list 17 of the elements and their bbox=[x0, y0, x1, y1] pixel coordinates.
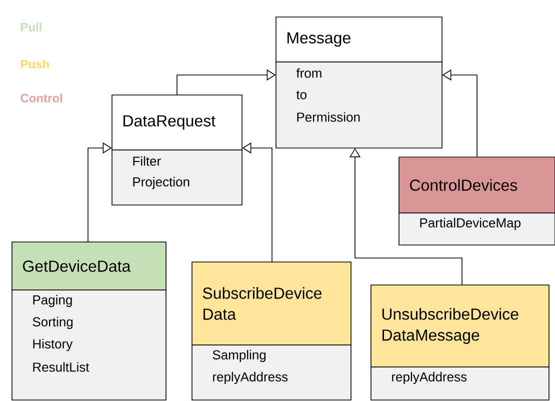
node-label: replyAddress bbox=[213, 372, 288, 384]
node-label: GetDeviceData bbox=[23, 260, 131, 272]
node-label: PartialDeviceMap bbox=[420, 218, 521, 230]
node-label: Message bbox=[288, 32, 350, 47]
node-label: Sampling bbox=[212, 350, 266, 362]
legend-entry: Pull bbox=[21, 22, 42, 32]
class-box: SubscribeDevice Data Sampling replyAddress bbox=[192, 262, 352, 400]
node-label: Filter bbox=[133, 156, 161, 166]
node-label: Projection bbox=[133, 176, 190, 190]
class-box: DataRequest Filter Projection bbox=[112, 94, 242, 206]
legend-entry: Control bbox=[20, 94, 62, 102]
class-box: ControlDevices PartialDeviceMap bbox=[398, 156, 555, 246]
legend-entry: Push bbox=[21, 60, 49, 68]
node-label: replyAddress bbox=[392, 372, 467, 384]
class-box: GetDeviceData Paging Sorting History ResultList bbox=[12, 242, 166, 400]
class-box: UnsubscribeDevice DataMessage replyAddress bbox=[370, 284, 550, 400]
class-box: Message from to Permission bbox=[276, 16, 442, 148]
